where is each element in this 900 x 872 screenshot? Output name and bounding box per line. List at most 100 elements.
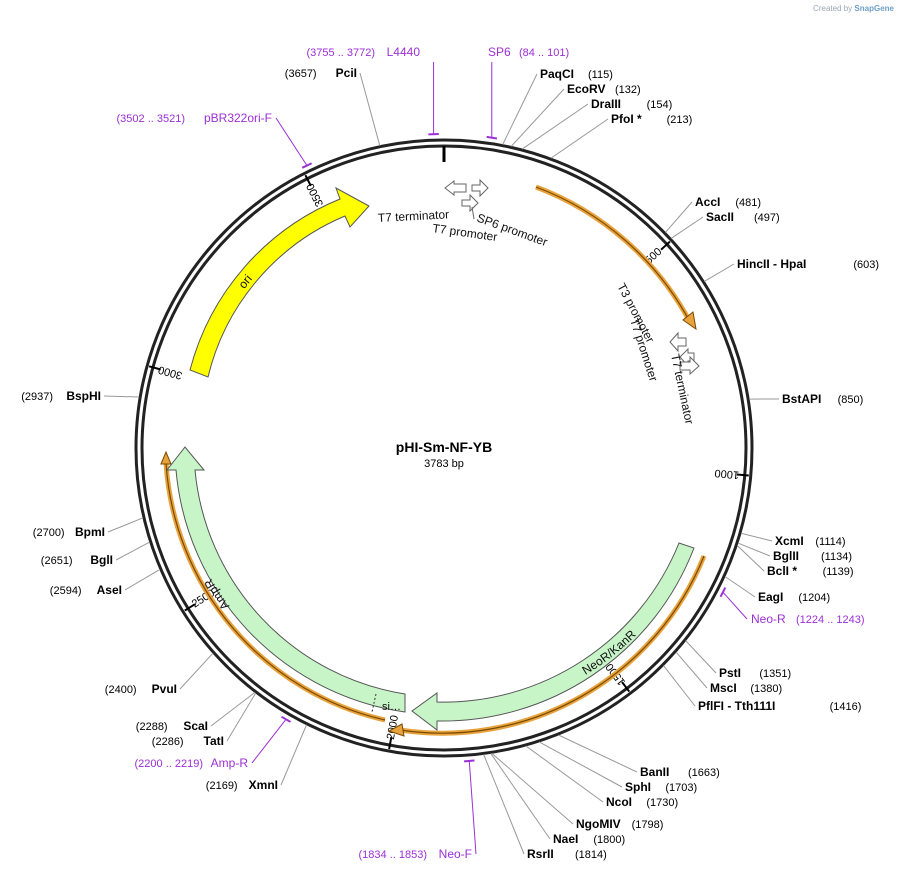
tick-mark-3500 [304,174,312,187]
enzyme-name: TatI [204,734,224,748]
enzyme-position: (1798) [632,819,664,831]
sp6-promoter-arrow-top [471,178,489,198]
enzyme-site[interactable]: PaqCI (115) [502,67,613,145]
primer-leader-line [722,591,748,620]
enzyme-site[interactable]: BpmI(2700) [33,517,144,539]
primer-name: Amp-R [211,756,249,770]
enzyme-name: DraIII [591,97,621,111]
tick-label-1000: 1000 [714,467,739,481]
enzyme-site[interactable]: RsrII(1814) [483,754,607,861]
enzyme-leader-line [538,741,623,788]
enzyme-name: NgoMIV [576,817,621,831]
backbone-outer [134,138,754,758]
enzyme-site[interactable]: SphI(1703) [538,741,697,794]
primer-site[interactable]: SP6 (84 .. 101) [486,45,570,140]
tick-mark-500 [660,240,671,251]
primer-site[interactable]: Amp-R(2200 .. 2219) [135,715,292,770]
enzyme-site[interactable]: MscI(1380) [675,651,782,695]
enzyme-position: (213) [667,114,693,126]
enzyme-site[interactable]: PciI(3657) [285,66,381,146]
enzyme-name: PstI [719,666,741,680]
enzyme-site[interactable]: BstAPI (850) [749,392,863,406]
primer-site[interactable]: Neo-F(1834 .. 1853) [359,759,477,861]
enzyme-name: AccI [695,195,720,209]
orf-arcs [160,184,707,737]
enzyme-site[interactable]: AseI(2594) [50,569,161,597]
primer-site[interactable]: Neo-R(1224 .. 1243) [719,587,865,626]
enzyme-position: (1114) [815,536,845,548]
primer-site[interactable]: pBR322ori-F (3502 .. 3521) [117,111,313,169]
tick-mark-1500 [621,681,631,693]
enzyme-site[interactable]: PvuI(2400) [105,652,214,696]
enzyme-name: XmnI [249,778,278,792]
enzyme-position: (2651) [41,555,73,567]
tick-mark-2500 [184,603,196,612]
primer-name: SP6 [488,45,511,59]
enzyme-site[interactable]: NgoMIV (1798) [491,752,664,831]
enzyme-site[interactable]: XmnI(2169) [206,724,308,792]
enzyme-site[interactable]: TatI(2286) [152,692,257,748]
primer-name: pBR322ori-F [204,111,272,125]
enzyme-leader-line [704,263,735,282]
enzyme-site[interactable]: DraIII(154) [521,97,672,150]
enzyme-site[interactable]: PflFI - Tth111I(1416) [663,665,861,713]
enzyme-leader-line [685,640,717,674]
tick-mark-3000 [148,365,161,371]
primer-position: (84 .. 101) [519,47,569,59]
enzyme-leader-line [226,692,257,742]
enzyme-site[interactable]: SacII(497) [670,210,780,239]
primer-name: L4440 [387,45,421,59]
enzyme-name: PvuI [152,682,177,696]
tick-mark-2000 [388,737,393,750]
enzyme-site[interactable]: BglI(2651) [41,541,150,567]
enzyme-position: (1204) [798,592,830,604]
enzyme-name: PaqCI [540,67,574,81]
enzyme-leader-line [525,745,604,803]
enzyme-leader-line [550,118,609,159]
enzyme-leader-line [665,201,693,233]
enzyme-site[interactable]: BanII(1663) [558,734,720,779]
enzyme-name: BstAPI [782,392,821,406]
enzyme-name: EcoRV [567,82,605,96]
enzyme-leader-line [491,752,574,825]
enzyme-leader-line [490,753,551,840]
enzyme-site[interactable]: PstI(1351) [685,640,792,680]
enzyme-leader-line [663,665,696,707]
enzyme-site[interactable]: EagI(1204) [724,576,830,604]
enzyme-name: PciI [336,66,357,80]
primer-leader-line [468,760,477,855]
enzyme-site[interactable]: PfoI *(213) [550,112,693,159]
enzyme-leader-line [210,691,256,727]
enzyme-leader-line [502,73,538,145]
enzyme-site[interactable]: HincII - HpaI(603) [704,257,879,282]
enzyme-site[interactable]: NaeI(1800) [490,753,625,846]
enzyme-leader-line [115,541,150,561]
enzyme-site[interactable]: XcmI(1114) [740,532,846,548]
primer-position: (1834 .. 1853) [359,849,428,861]
enzyme-site[interactable]: EcoRV(132) [510,82,641,147]
enzyme-leader-line [179,652,214,690]
enzyme-site[interactable]: ScaI(2288) [136,691,256,733]
primer-site[interactable]: L4440(3755 .. 3772) [307,45,439,136]
enzyme-leader-line [103,395,140,398]
enzyme-name: NaeI [553,832,578,846]
enzyme-position: (481) [735,197,761,209]
enzyme-site[interactable]: NcoI(1730) [525,745,678,809]
enzyme-leader-line [724,576,756,598]
enzyme-site[interactable]: BspHI(2937) [21,389,140,403]
ampr-feature: si… AmpR [165,446,406,713]
enzyme-position: (115) [588,69,613,81]
enzyme-position: (850) [838,394,864,406]
primer-position: (3502 .. 3521) [117,113,186,125]
primer-name: Neo-R [751,612,786,626]
enzyme-position: (1703) [665,782,697,794]
enzyme-site[interactable]: AccI (481) [665,195,761,233]
tick-label-3500: 3500 [304,181,326,208]
enzyme-position: (603) [853,259,879,271]
enzyme-name: AseI [97,583,122,597]
enzyme-position: (2937) [21,391,53,403]
enzyme-leader-line [670,216,704,239]
enzyme-site[interactable]: BclI *(1139) [736,545,854,578]
enzyme-site[interactable]: BglII(1134) [737,542,852,563]
